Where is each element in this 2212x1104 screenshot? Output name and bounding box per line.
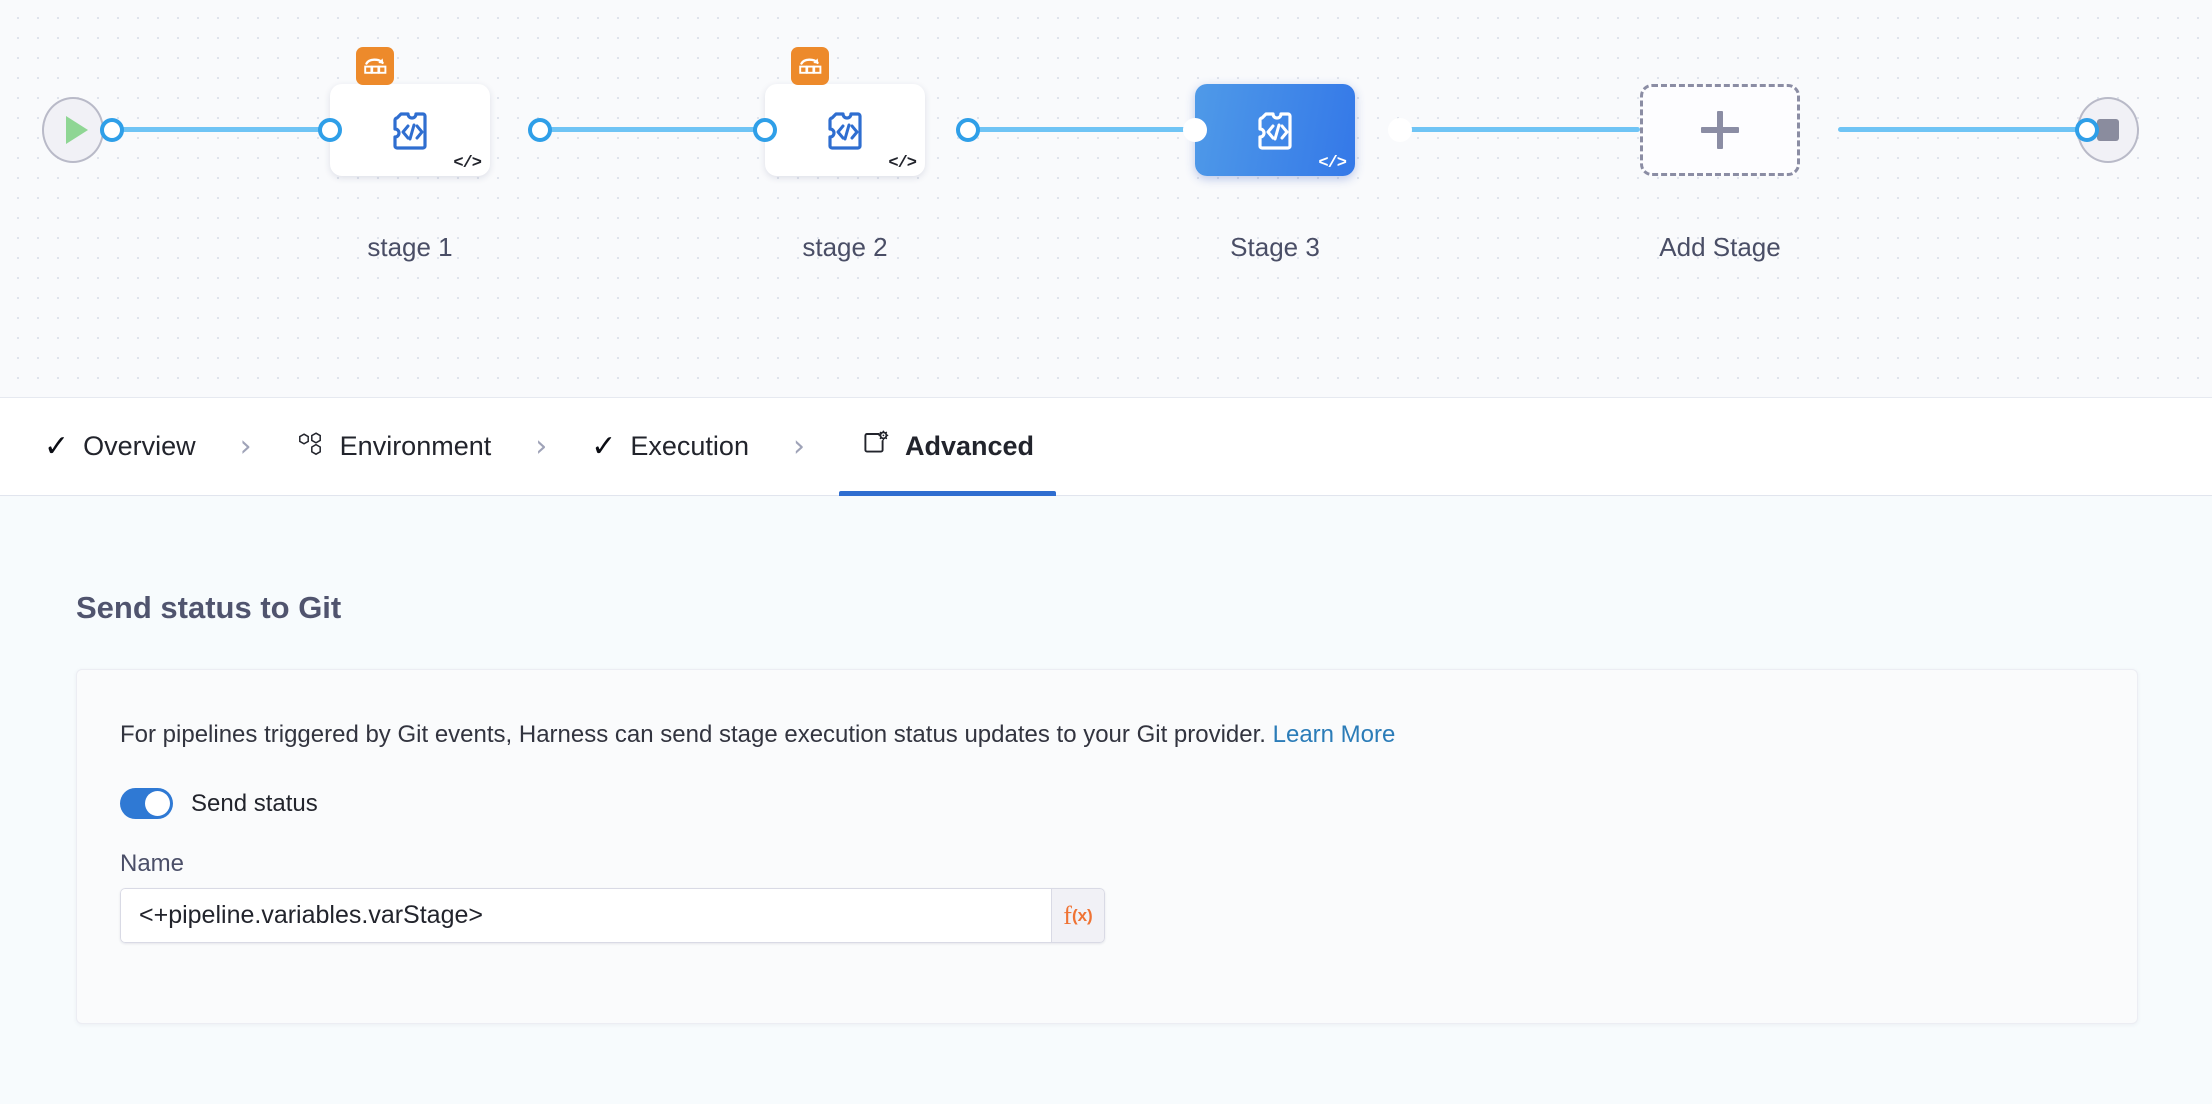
port-stage1-in[interactable] <box>318 118 342 142</box>
send-status-toggle-label: Send status <box>191 789 318 817</box>
ci-build-stage-icon <box>1195 104 1355 156</box>
fx-label: f <box>1063 900 1072 930</box>
check-icon: ✓ <box>44 429 70 463</box>
toggle-knob <box>145 791 170 816</box>
wire-start-to-stage1 <box>100 127 330 132</box>
stage-label-3: Stage 3 <box>1230 232 1320 262</box>
panel-description-text: For pipelines triggered by Git events, H… <box>120 721 1266 748</box>
port-stage3-out[interactable] <box>1388 118 1412 142</box>
tab-overview[interactable]: ✓ Overview <box>34 397 206 496</box>
tab-separator: › <box>535 428 548 464</box>
port-stage3-in[interactable] <box>1183 118 1207 142</box>
name-field-group: f(x) <box>120 888 1105 943</box>
wire-addstage-to-end <box>1838 127 2088 132</box>
runtime-input-marker: </> <box>888 154 917 173</box>
pipeline-canvas[interactable]: </> < <box>0 0 2212 397</box>
fx-sub-label: (x) <box>1071 905 1093 925</box>
hexagons-icon <box>296 429 326 464</box>
name-field-label: Name <box>120 850 185 877</box>
wire-stage2-to-stage3 <box>968 127 1198 132</box>
stage-setup-tabs: ✓ Overview › Environment › ✓ Execution › <box>0 397 2212 496</box>
wire-stage1-to-stage2 <box>540 127 770 132</box>
play-icon <box>65 116 88 144</box>
stage-node-3[interactable]: </> <box>1195 84 1355 176</box>
stage-node-1[interactable]: </> <box>330 47 490 176</box>
advanced-tab-content: Send status to Git For pipelines trigger… <box>0 497 2212 1104</box>
learn-more-link[interactable]: Learn More <box>1272 721 1396 748</box>
tab-separator: › <box>239 428 252 464</box>
tab-advanced-label: Advanced <box>904 431 1035 461</box>
ci-build-stage-icon <box>765 104 925 156</box>
send-status-toggle[interactable] <box>120 788 173 819</box>
section-title: Send status to Git <box>76 590 342 625</box>
tab-separator: › <box>792 428 805 464</box>
send-status-toggle-row: Send status <box>120 788 318 819</box>
stage-label-1: stage 1 <box>367 232 453 262</box>
matrix-looping-icon <box>791 47 829 85</box>
tab-environment-label: Environment <box>339 431 492 461</box>
pipeline-start-node[interactable] <box>42 97 104 163</box>
stage-label-2: stage 2 <box>802 232 888 262</box>
runtime-input-marker: </> <box>1318 154 1347 173</box>
port-start-out[interactable] <box>100 118 124 142</box>
advanced-gear-icon <box>861 429 891 464</box>
ci-build-stage-icon <box>330 104 490 156</box>
tab-execution-label: Execution <box>630 431 749 461</box>
tab-execution[interactable]: ✓ Execution <box>581 397 759 496</box>
port-stage2-in[interactable] <box>753 118 777 142</box>
stage-node-2[interactable]: </> <box>765 47 925 176</box>
send-status-to-git-panel: For pipelines triggered by Git events, H… <box>76 669 2138 1024</box>
matrix-looping-icon <box>356 47 394 85</box>
tab-overview-label: Overview <box>83 431 196 461</box>
wire-stage3-to-addstage <box>1400 127 1640 132</box>
tab-advanced[interactable]: Advanced <box>838 397 1057 496</box>
add-stage-label: Add Stage <box>1659 232 1781 262</box>
add-stage-button[interactable] <box>1640 84 1800 176</box>
expression-fx-button[interactable]: f(x) <box>1051 888 1105 943</box>
port-stage1-out[interactable] <box>528 118 552 142</box>
port-end-in[interactable] <box>2075 118 2099 142</box>
plus-icon <box>1701 111 1739 149</box>
port-stage2-out[interactable] <box>956 118 980 142</box>
panel-description: For pipelines triggered by Git events, H… <box>120 721 1395 749</box>
stop-icon <box>2097 119 2119 141</box>
check-icon: ✓ <box>591 429 617 463</box>
runtime-input-marker: </> <box>453 154 482 173</box>
tab-environment[interactable]: Environment <box>286 397 502 496</box>
name-input[interactable] <box>120 888 1051 943</box>
